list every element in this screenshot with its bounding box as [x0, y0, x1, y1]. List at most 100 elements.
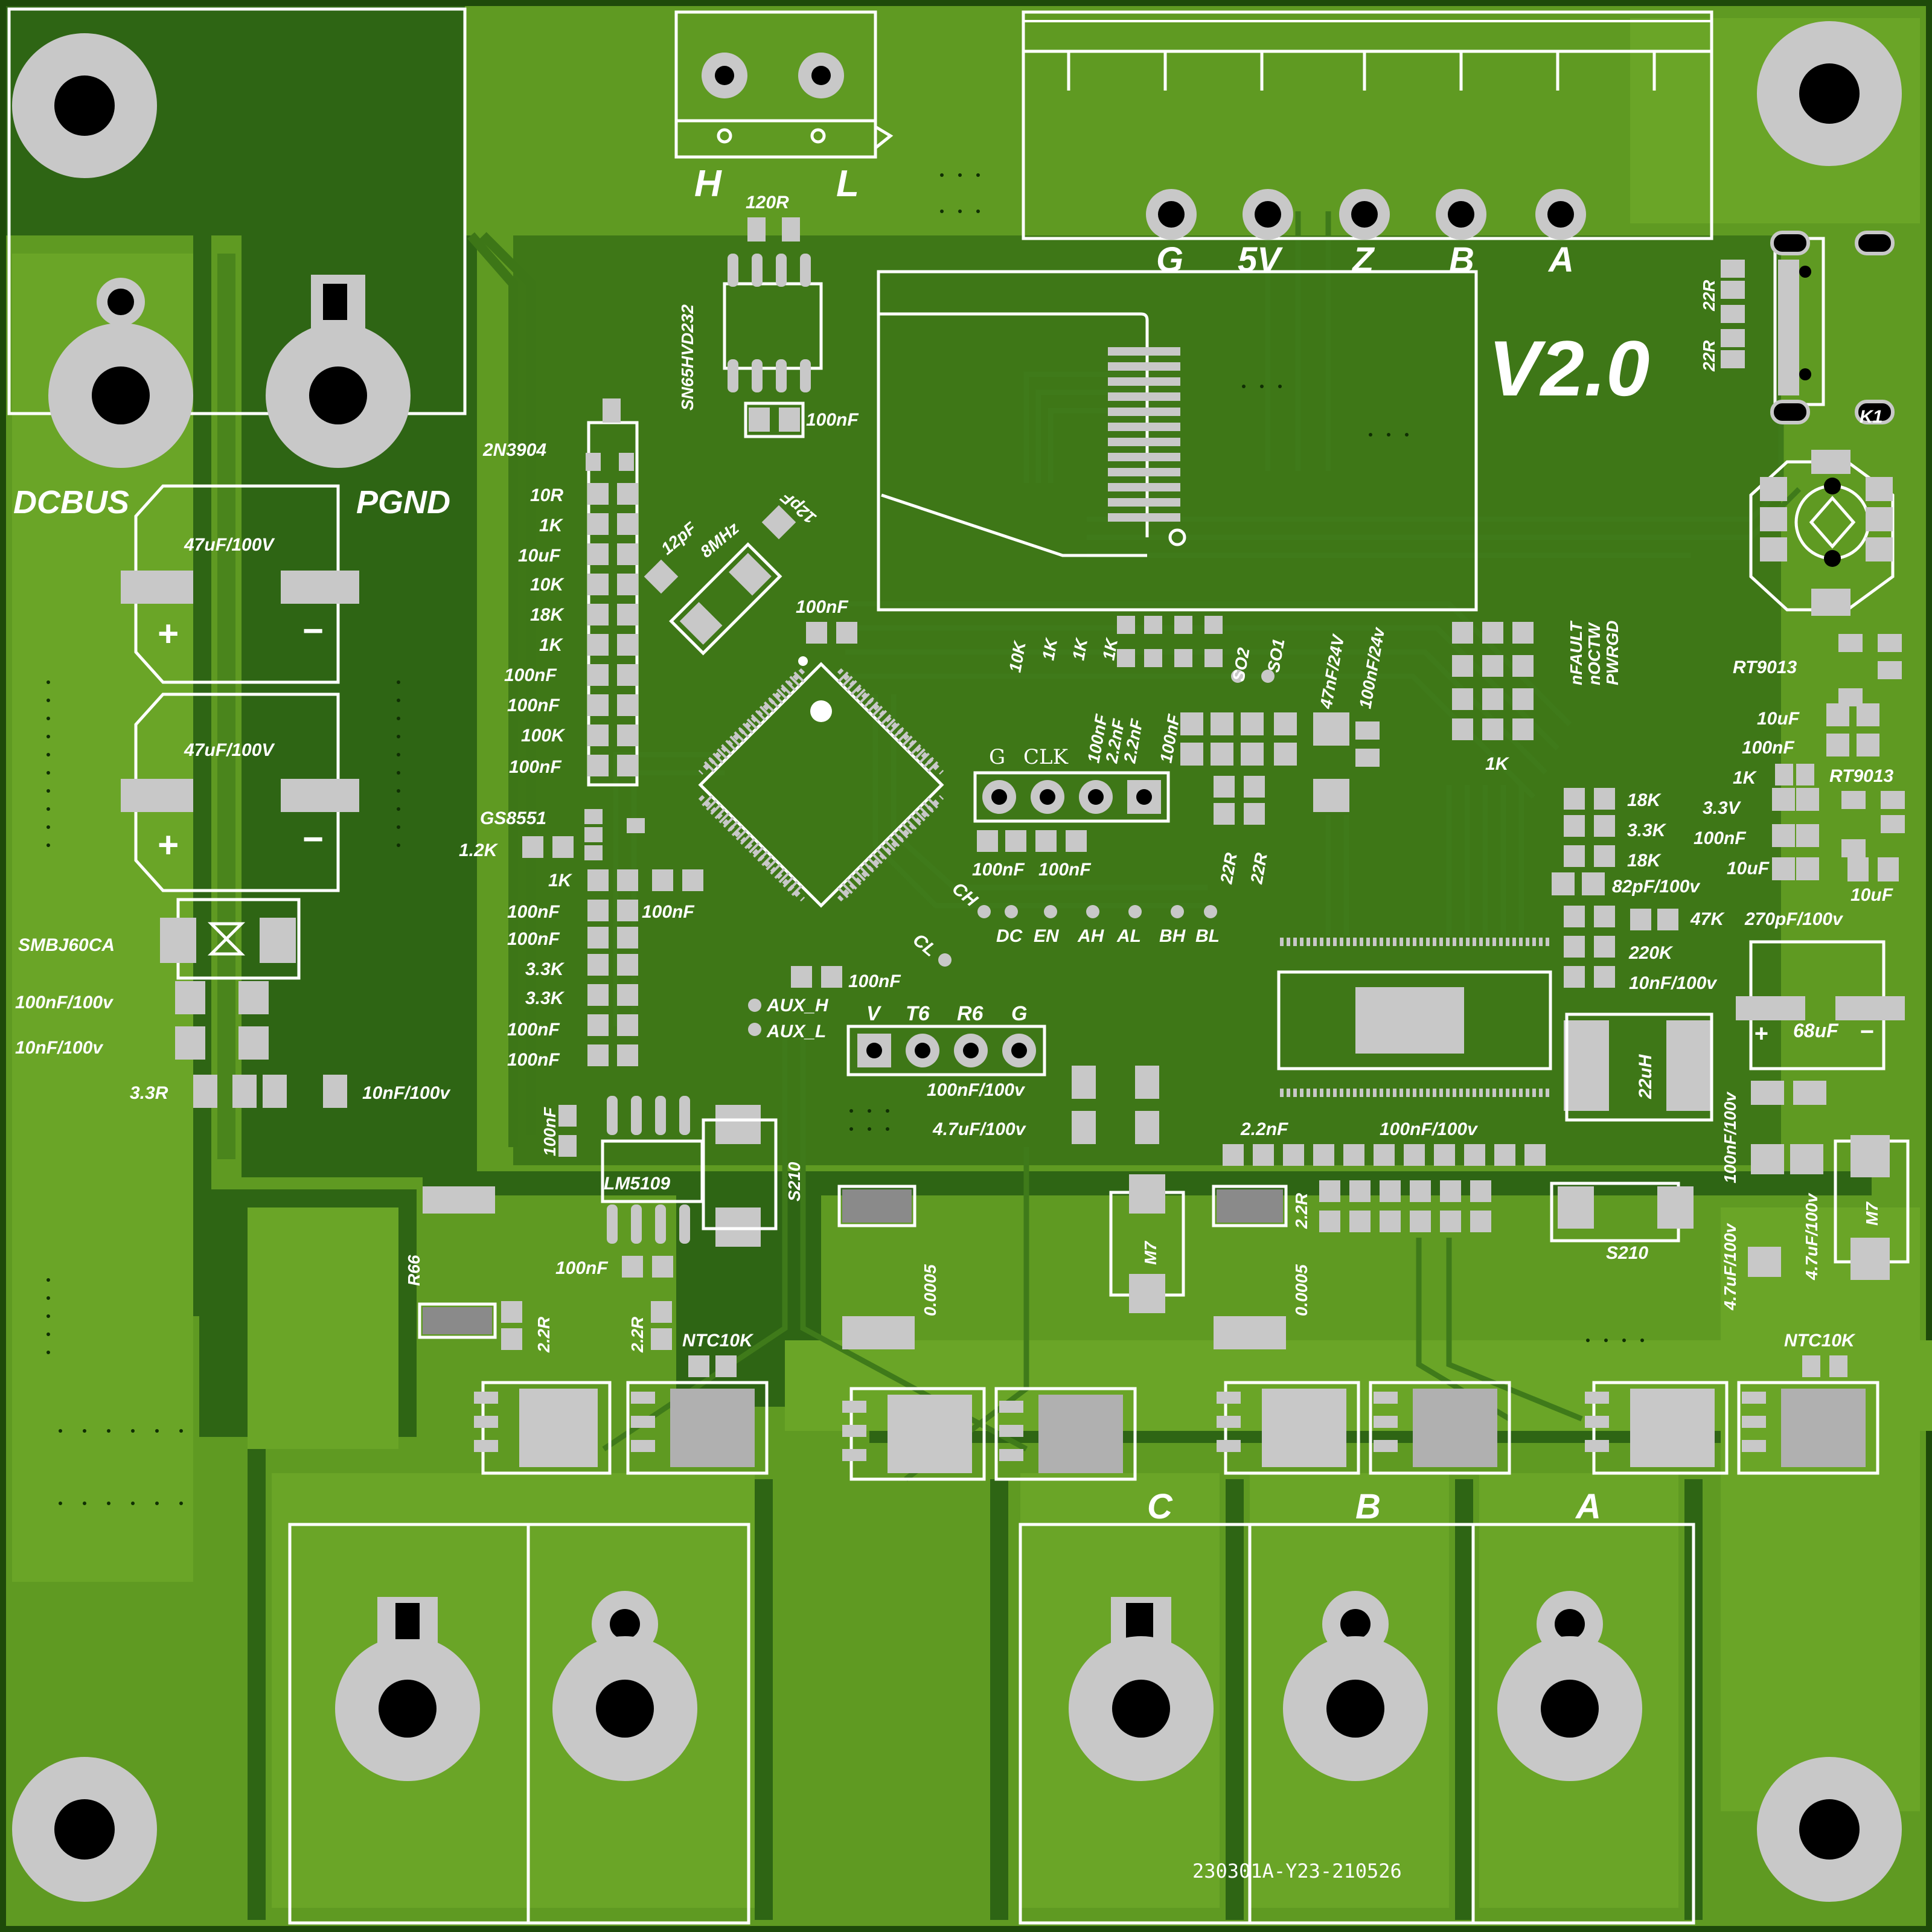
inductor-label: 22uH — [1636, 1054, 1655, 1099]
tp-al: AL — [1116, 926, 1141, 946]
svg-text:−: − — [302, 610, 323, 651]
can-connector — [674, 10, 894, 159]
rt-3v3: 3.3V — [1703, 798, 1742, 818]
r33-label: 3.3R — [130, 1083, 168, 1103]
power-terminal-block — [7, 7, 467, 468]
enc-a-label: A — [1547, 240, 1574, 280]
transistor-label: 2N3904 — [482, 440, 546, 460]
cap-10nf-100v-left: 10nF/100v — [15, 1038, 104, 1058]
col-left2-3: 3.3K — [525, 959, 565, 979]
s210-b-label: S210 — [1606, 1243, 1648, 1263]
ntc-b-label: NTC10K — [1784, 1331, 1856, 1351]
output-caps-right: + − — [1565, 940, 1905, 1122]
r66-label: R66 — [405, 1255, 423, 1286]
enc-5v-label: 5V — [1238, 240, 1283, 280]
cap-68-label: 68uF — [1793, 1020, 1839, 1041]
enc-b-label: B — [1449, 240, 1474, 280]
passive-arrays — [1072, 260, 1847, 1377]
cap-bulk-a-label: 47uF/100V — [184, 535, 275, 555]
col-left-4: 18K — [530, 605, 565, 625]
mosfet-8 — [1737, 1381, 1879, 1475]
noctw-label: nOCTW — [1585, 622, 1604, 685]
mosfet-2 — [626, 1381, 769, 1475]
passive-column-left — [522, 398, 703, 1066]
rt9013-regs — [1772, 634, 1905, 881]
r18k-b: 18K — [1627, 851, 1662, 871]
cap-100nf-mcu-top: 100nF — [796, 597, 848, 617]
cap-10nf-r: 10nF/100v — [1629, 973, 1718, 993]
gate-driver-ic — [1277, 938, 1552, 1097]
cap-270pf: 270pF/100v — [1744, 909, 1844, 929]
enc-g-label: G — [1156, 240, 1183, 280]
mosfet-3 — [842, 1387, 986, 1481]
bulk-capacitors: + − + − — [121, 484, 359, 892]
crystal-caps — [644, 505, 796, 594]
mounting-hole-br — [1757, 1757, 1902, 1902]
cap-100nf-ldo-vert: 100nF — [540, 1107, 559, 1156]
shunt-a-label: 0.0005 — [921, 1264, 939, 1316]
tp-en: EN — [1034, 926, 1060, 946]
cap-bulk-b-label: 47uF/100V — [184, 740, 275, 760]
r120-label: 120R — [746, 193, 789, 213]
serial-label: 230301A-Y23-210526 — [1192, 1860, 1402, 1882]
mosfet-4 — [994, 1387, 1137, 1481]
col-left-7: 100nF — [507, 696, 560, 715]
tp-bl: BL — [1195, 926, 1220, 946]
pwrgd-label: PWRGD — [1603, 621, 1622, 685]
r22-c-label: 2.2R — [1292, 1192, 1311, 1229]
r22-top-b: 22R — [1700, 280, 1718, 312]
swd-g-label: G — [989, 745, 1005, 769]
tvs-label: SMBJ60CA — [18, 935, 115, 955]
cap-22nf-label: 2.2nF — [1240, 1119, 1288, 1139]
rt-10uf-c: 10uF — [1850, 885, 1893, 905]
version-label: V2.0 — [1488, 324, 1649, 412]
svg-text:+: + — [157, 613, 178, 654]
mounting-holes — [12, 21, 1902, 1902]
ntc-a-label: NTC10K — [682, 1331, 754, 1351]
phase-terminals-right — [1019, 1523, 1695, 1925]
phase-c-label: C — [1147, 1487, 1173, 1526]
gate-driver-lm5109 — [558, 1096, 778, 1377]
col-left2-6: 100nF — [507, 1050, 560, 1070]
cap-100nf-100v-mid: 100nF/100v — [927, 1080, 1026, 1100]
gs-label: GS8551 — [480, 808, 546, 828]
cap-swd-b: 100nF — [1038, 860, 1091, 880]
col-left-0: 10R — [530, 485, 563, 505]
r1k-row-label: 1K — [1485, 754, 1510, 774]
phase-a-label: A — [1575, 1487, 1601, 1526]
s210-diodes — [1550, 1182, 1694, 1243]
cap-100nf-100v-left: 100nF/100v — [15, 993, 114, 1012]
cap-100nf-ldo: 100nF — [555, 1258, 608, 1278]
col-left-8: 100K — [521, 726, 566, 746]
rt-100nf-b: 100nF — [1694, 828, 1746, 848]
cap-82pf: 82pF/100v — [1612, 877, 1701, 897]
cap-100nf-aux: 100nF — [848, 971, 901, 991]
col-left2-1: 100nF — [507, 902, 560, 922]
col-left-6: 100nF — [504, 665, 557, 685]
r22-b-label: 2.2R — [628, 1316, 647, 1353]
aux-v-label: V — [866, 1002, 882, 1025]
shunt-b-label: 0.0005 — [1292, 1264, 1311, 1316]
tvs-and-filter-caps — [160, 898, 347, 1108]
aux-g-label: G — [1011, 1002, 1027, 1025]
col-left-1: 1K — [539, 516, 564, 536]
rt-100nf: 100nF — [1742, 738, 1794, 758]
swd-header — [973, 771, 1170, 852]
aux-header — [748, 622, 1046, 1076]
cap-swd-a: 100nF — [972, 860, 1025, 880]
col-left-3: 10K — [530, 575, 565, 595]
tp-ah: AH — [1077, 926, 1105, 946]
m7-b-label: M7 — [1863, 1201, 1881, 1226]
mounting-hole-tr — [1757, 21, 1902, 166]
encoder-connector — [1022, 10, 1713, 240]
vrow-1: 1K — [1038, 636, 1061, 662]
ldo-label: LM5109 — [604, 1174, 670, 1194]
mounting-hole-tl — [12, 33, 157, 178]
col-left2-0: 1K — [548, 871, 573, 891]
rt9013-a-label: RT9013 — [1733, 657, 1797, 677]
aux-t6-label: T6 — [906, 1002, 930, 1025]
r33k-label: 3.3K — [1627, 820, 1667, 840]
can-transceiver — [723, 217, 823, 438]
col-left-9: 100nF — [509, 757, 561, 777]
col-left2-4: 3.3K — [525, 988, 565, 1008]
